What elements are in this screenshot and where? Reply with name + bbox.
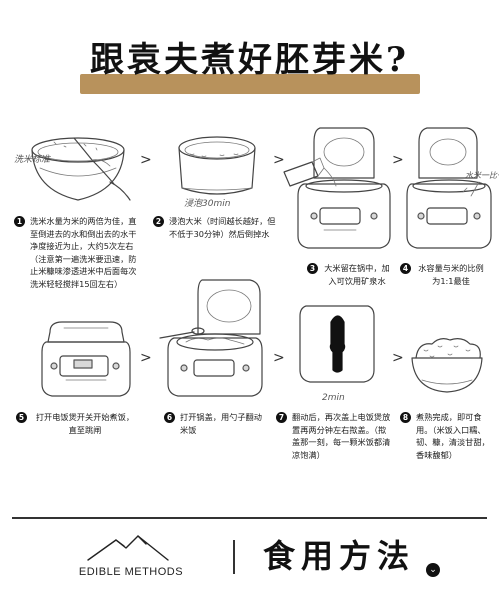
arrow-6-7: > [273,350,285,366]
title-underline-bar [80,74,420,94]
chevron-down-icon: ⌄ [426,563,440,577]
step-7-text: 翻动后，再次盖上电饭煲放置再两分钟左右揿盖。（揿盖那一刻，每一颗米饭都清凉饱满） [292,412,391,460]
mountain-logo-icon [86,532,170,562]
step-2-text: 浸泡大米（时间越长越好，但不低于30分钟）然后倒掉水 [169,216,276,239]
step-4-text: 水容量与米的比例为1:1最佳 [418,263,484,286]
footer-title: 食用方法 [263,537,416,575]
step-8-text: 煮熟完成，即可食用。（米饭入口糯、韧、糠，清淡甘甜，香味馥郁） [416,412,490,460]
step-3-caption: 3 大米留在锅中，加入可饮用矿泉水 [307,262,391,287]
step-5-illustration [40,318,132,398]
footer-vertical-divider [233,540,235,574]
step-4-illustration: 水米一比一 [405,122,499,256]
step-6-text: 打开锅盖，用勺子翻动米饭 [180,412,262,435]
step-7-caption: 7 翻动后，再次盖上电饭煲放置再两分钟左右揿盖。（揿盖那一刻，每一颗米饭都清凉饱… [276,411,394,461]
step-1-sketch-label: 洗米标准 [12,150,52,184]
svg-text:洗米标准: 洗米标准 [14,154,51,165]
step-3-illustration [283,122,398,256]
step-8-number: 8 [400,412,411,423]
step-4-number: 4 [400,263,411,274]
step-4-caption: 4 水容量与米的比例为1:1最佳 [400,262,486,287]
svg-text:2min: 2min [322,393,345,403]
title-section: 跟袁夫煮好胚芽米? [0,30,499,100]
step-5-caption: 5 打开电饭煲开关开始煮饭，直至跳闸 [16,411,138,436]
step-2-number: 2 [153,216,164,227]
step-5-number: 5 [16,412,27,423]
step-1-caption: 1 洗米水量为米的两倍为佳，直至倒进去的水和倒出去的水干净度接近为止，大约5次左… [14,215,144,290]
page-title: 跟袁夫煮好胚芽米? [90,40,409,80]
arrow-7-8: > [392,350,404,366]
svg-text:水米一比一: 水米一比一 [465,171,499,180]
footer-divider-line [12,517,487,519]
step-7-number: 7 [276,412,287,423]
step-6-number: 6 [164,412,175,423]
step-5-text: 打开电饭煲开关开始煮饭，直至跳闸 [35,412,135,435]
step-7-illustration: 2min [298,300,376,406]
step-1-text: 洗米水量为米的两倍为佳，直至倒进去的水和倒出去的水干净度接近为止，大约5次左右（… [30,216,137,289]
footer-english-label: EDIBLE METHODS [78,566,184,578]
step-1-number: 1 [14,216,25,227]
step-6-caption: 6 打开锅盖，用勺子翻动米饭 [164,411,262,436]
arrow-2-3: > [273,152,285,168]
arrow-1-2: > [140,152,152,168]
step-3-text: 大米留在锅中，加入可饮用矿泉水 [324,263,390,286]
step-8-illustration [408,336,486,396]
svg-text:浸泡30min: 浸泡30min [184,198,231,209]
step-2-caption: 2 浸泡大米（时间越长越好，但不低于30分钟）然后倒掉水 [153,215,281,240]
arrow-3-4: > [392,152,404,168]
step-3-number: 3 [307,263,318,274]
arrow-5-6: > [140,350,152,366]
step-8-caption: 8 煮熟完成，即可食用。（米饭入口糯、韧、糠，清淡甘甜，香味馥郁） [400,411,490,461]
step-6-illustration [158,276,264,398]
step-2-illustration: 浸泡30min [170,128,264,214]
step-1-illustration [14,128,132,216]
